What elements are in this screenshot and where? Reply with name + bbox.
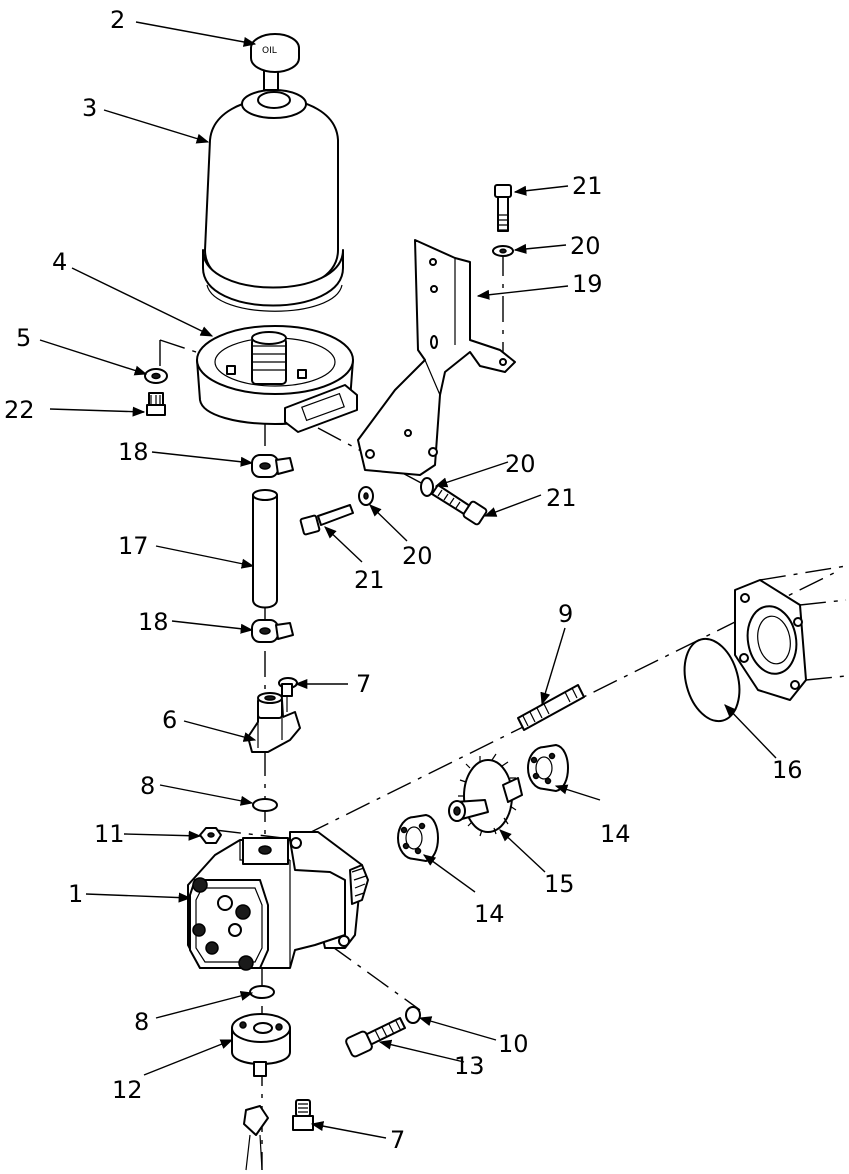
- tube-17: [252, 489, 278, 609]
- bolt-21-top: [494, 184, 512, 232]
- transmission-housing: [734, 565, 847, 701]
- callout-5: 5: [16, 324, 31, 352]
- callout-12: 12: [112, 1076, 143, 1104]
- washer-20-left: [358, 486, 374, 506]
- callout-19: 19: [572, 270, 603, 298]
- callout-13: 13: [454, 1052, 485, 1080]
- hose-fitting-lower: [243, 1105, 269, 1171]
- callout-3: 3: [82, 94, 97, 122]
- callout-9: 9: [558, 600, 573, 628]
- valve-body: [247, 692, 301, 753]
- lock-washer-10: [405, 1006, 421, 1024]
- bolt-7-upper: [278, 677, 298, 712]
- pump-assembly: [187, 831, 369, 971]
- callout-22: 22: [4, 396, 35, 424]
- elbow-fitting-upper: [251, 454, 294, 478]
- bearing-14-right: [527, 744, 569, 792]
- callout-14-right: 14: [600, 820, 631, 848]
- callout-20-right: 20: [505, 450, 536, 478]
- leader-lines: [39, 21, 777, 1139]
- screw-22: [146, 392, 166, 416]
- bolt-21-right: [431, 484, 488, 526]
- callout-15: 15: [544, 870, 575, 898]
- callout-21-top: 21: [572, 172, 603, 200]
- callout-4: 4: [52, 248, 67, 276]
- callout-11: 11: [94, 820, 125, 848]
- callout-14-left: 14: [474, 900, 505, 928]
- callout-7-lower: 7: [390, 1126, 405, 1154]
- bolt-7-lower: [292, 1099, 314, 1131]
- nut-11: [199, 827, 222, 844]
- washer-20-top: [492, 245, 514, 257]
- callout-20-top: 20: [570, 232, 601, 260]
- filter-head: [196, 325, 358, 433]
- callout-1: 1: [68, 880, 83, 908]
- callout-20-bottom: 20: [402, 542, 433, 570]
- callout-7-upper: 7: [356, 670, 371, 698]
- mounting-bracket: [357, 239, 516, 476]
- adaptor-12: [231, 1013, 291, 1077]
- callout-labels: 2 3 4 5 22 18 17 18 21 20 19 20 21 20 21…: [4, 6, 803, 1154]
- stud-9: [517, 684, 585, 731]
- bolt-21-left: [299, 504, 354, 536]
- callout-17: 17: [118, 532, 149, 560]
- callout-21-right: 21: [546, 484, 577, 512]
- callout-8-upper: 8: [140, 772, 155, 800]
- o-ring-8-lower: [249, 985, 275, 999]
- washer-5: [144, 368, 168, 384]
- callout-21-left: 21: [354, 566, 385, 594]
- bearing-14-left: [397, 814, 439, 862]
- lock-washer-20-right: [420, 477, 434, 497]
- cap-screw-13: [345, 1017, 406, 1058]
- callout-18-lower: 18: [138, 608, 169, 636]
- callout-8-lower: 8: [134, 1008, 149, 1036]
- elbow-fitting-lower: [251, 619, 294, 643]
- oil-filler-cap: OIL: [250, 33, 300, 91]
- svg-text:OIL: OIL: [262, 46, 277, 56]
- callout-6: 6: [162, 706, 177, 734]
- callout-16: 16: [772, 756, 803, 784]
- filter-canister: [202, 89, 344, 312]
- callout-18-upper: 18: [118, 438, 149, 466]
- callout-2: 2: [110, 6, 125, 34]
- drive-gear-15: [448, 753, 523, 837]
- gasket-16: [683, 637, 741, 723]
- o-ring-8-upper: [252, 798, 278, 812]
- callout-10: 10: [498, 1030, 529, 1058]
